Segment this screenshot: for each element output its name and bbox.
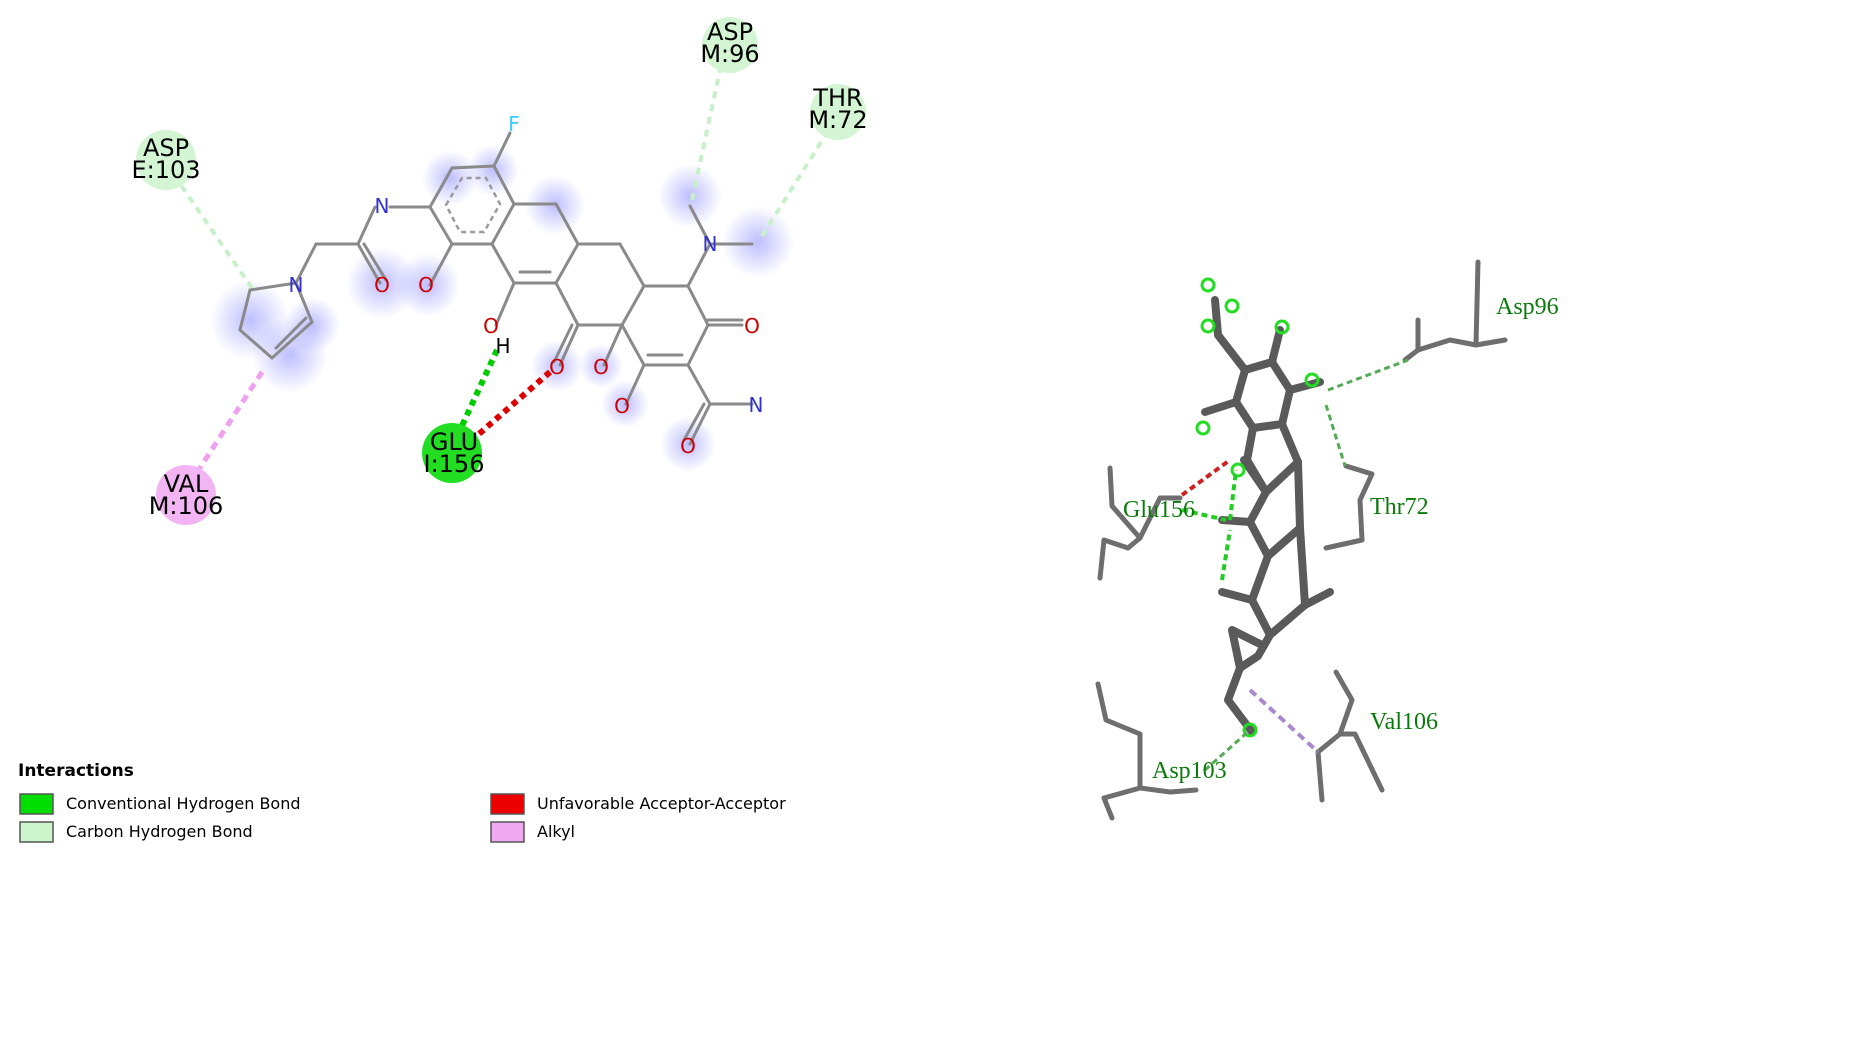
residue-thr72-chain: M:72 (808, 106, 867, 134)
residue-glu156-name: GLU (430, 428, 478, 456)
atom-nitrogen-dimethyl: N (703, 232, 718, 256)
atom-oxygen: O (418, 273, 434, 297)
ligand-3d (1195, 277, 1334, 738)
residues-3d (1095, 259, 1508, 821)
atom-oxygen: O (744, 314, 760, 338)
residue-asp96: ASP M:96 (700, 17, 760, 73)
atom-fluorine: F (508, 112, 520, 136)
legend-item-conventional-hbond: Conventional Hydrogen Bond (19, 793, 301, 815)
residue-glu156-chain: I:156 (424, 450, 485, 478)
legend-label: Carbon Hydrogen Bond (66, 822, 253, 841)
residue-val106: VAL M:106 (149, 465, 224, 525)
residue-asp103-name: ASP (143, 134, 189, 162)
atom-nitrogen-ring: N (289, 273, 304, 297)
atom-labels: F N N N N O O O O O O O O H (289, 112, 764, 458)
legend-label: Alkyl (537, 822, 575, 841)
molecule-bonds (238, 131, 754, 446)
residue-asp96-chain: M:96 (700, 40, 759, 68)
residue-glu156: GLU I:156 (422, 423, 484, 483)
view-3d: Asp96 Glu156 Thr72 Val106 Asp103 (1095, 259, 1559, 821)
residue-asp103-chain: E:103 (131, 156, 200, 184)
label-3d-asp96: Asp96 (1496, 294, 1559, 320)
residue-thr72: THR M:72 (808, 84, 868, 140)
atom-nitrogen-amide2: N (749, 393, 764, 417)
interactions-3d (1180, 358, 1409, 772)
atom-oxygen: O (614, 394, 630, 418)
label-3d-glu156: Glu156 (1123, 497, 1195, 523)
legend-label: Unfavorable Acceptor-Acceptor (537, 794, 786, 813)
legend-item-carbon-hbond: Carbon Hydrogen Bond (19, 821, 253, 843)
label-3d-val106: Val106 (1370, 709, 1438, 735)
residue-asp96-name: ASP (707, 18, 753, 46)
atom-oxygen: O (483, 314, 499, 338)
label-3d-asp103: Asp103 (1152, 758, 1227, 784)
residue-val106-name: VAL (164, 470, 209, 498)
legend-item-unfavorable: Unfavorable Acceptor-Acceptor (490, 793, 786, 815)
legend-title: Interactions (18, 761, 134, 781)
residue-thr72-name: THR (812, 84, 862, 112)
solvent-halos (210, 144, 794, 472)
residue-val106-chain: M:106 (149, 492, 224, 520)
legend: Interactions Conventional Hydrogen Bond … (18, 761, 786, 843)
atom-nitrogen-amide: N (375, 194, 390, 218)
interaction-lines (178, 69, 832, 476)
legend-label: Conventional Hydrogen Bond (66, 794, 301, 813)
residue-asp103: ASP E:103 (131, 130, 201, 190)
diagram-2d: F N N N N O O O O O O O O H ASP M:96 THR… (131, 17, 868, 525)
atom-oxygen: O (593, 355, 609, 379)
atom-oxygen: O (680, 434, 696, 458)
atom-oxygen: O (374, 273, 390, 297)
label-3d-thr72: Thr72 (1370, 494, 1429, 520)
atom-oxygen: O (549, 355, 565, 379)
legend-item-alkyl: Alkyl (490, 821, 575, 843)
atom-hydrogen: H (495, 334, 510, 358)
